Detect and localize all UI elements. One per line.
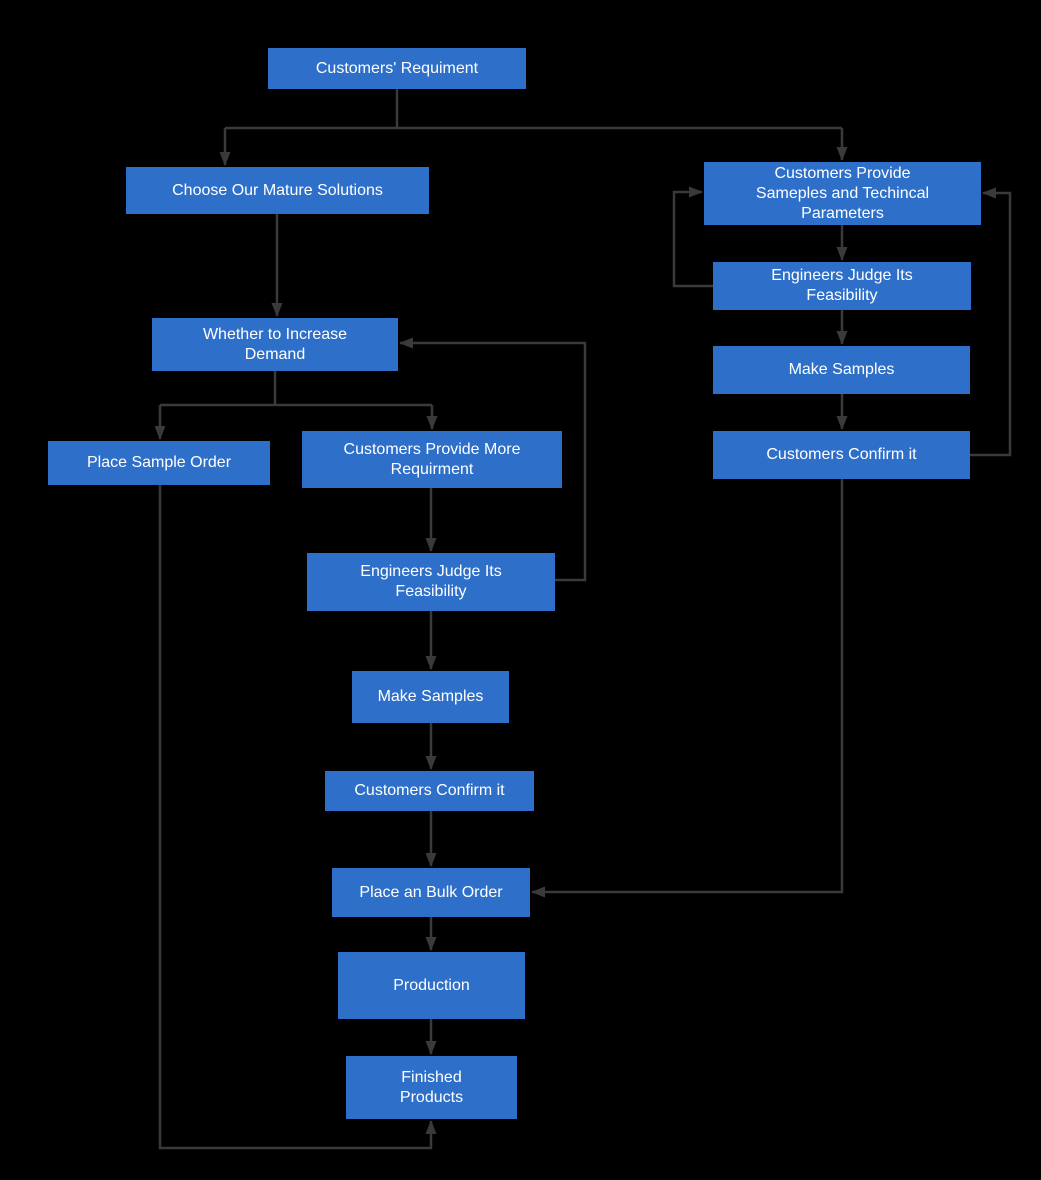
node-label: Engineers Judge Its Feasibility [771, 267, 913, 304]
node-label: Place an Bulk Order [359, 883, 503, 901]
node-label: Customers' Requiment [315, 59, 479, 77]
node-label: Customers Provide More Requirment [343, 440, 521, 478]
node-production: Production [338, 952, 525, 1019]
node-engineers-judge-mid: Engineers Judge Its Feasibility [307, 553, 555, 611]
edge-confirm-right-to-bulk-order [531, 479, 844, 898]
edge-engineers-mid-loop-to-whether [399, 337, 587, 582]
edge-engineers-right-loop-to-provide-samples [672, 186, 713, 288]
node-provide-samples-params: Customers Provide Sameples and Techincal… [704, 162, 981, 225]
node-label: Customers Confirm it [354, 782, 505, 799]
node-place-sample-order: Place Sample Order [48, 441, 270, 485]
node-engineers-judge-right: Engineers Judge Its Feasibility [713, 262, 971, 310]
node-label: Whether to Increase Demand [202, 325, 348, 363]
node-label: Place Sample Order [86, 454, 232, 471]
node-customers-requirement: Customers' Requiment [268, 48, 526, 89]
node-place-bulk-order: Place an Bulk Order [332, 868, 530, 917]
node-finished-products: Finished Products [346, 1056, 517, 1119]
node-label: Make Samples [788, 361, 895, 378]
node-label: Customers Confirm it [766, 446, 917, 463]
node-label: Customers Provide Sameples and Techincal… [755, 164, 930, 222]
edge-confirm-right-loop-to-provide-samples [970, 187, 1012, 457]
edge-place-sample-to-finished [158, 485, 437, 1150]
node-make-samples-right: Make Samples [713, 346, 970, 394]
node-choose-mature-solutions: Choose Our Mature Solutions [126, 167, 429, 214]
node-label: Choose Our Mature Solutions [172, 181, 383, 199]
node-make-samples-mid: Make Samples [352, 671, 509, 723]
node-customers-confirm-right: Customers Confirm it [713, 431, 970, 479]
node-label: Finished Products [399, 1068, 464, 1106]
node-label: Engineers Judge Its Feasibility [360, 563, 502, 600]
node-label: Make Samples [377, 688, 484, 705]
node-label: Production [393, 976, 470, 994]
node-whether-increase-demand: Whether to Increase Demand [152, 318, 398, 371]
node-provide-more-requirement: Customers Provide More Requirment [302, 431, 562, 488]
node-customers-confirm-mid: Customers Confirm it [325, 771, 534, 811]
